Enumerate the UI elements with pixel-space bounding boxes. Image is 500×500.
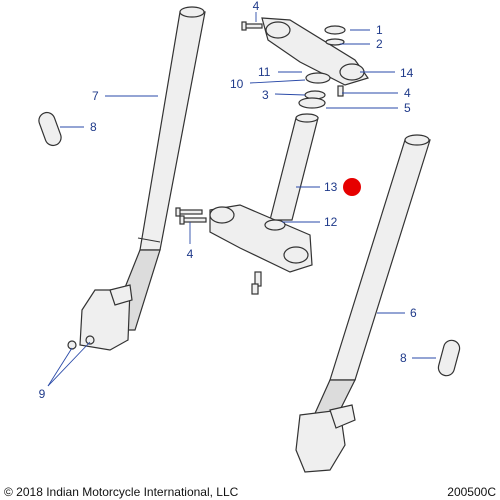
callout-11: 11: [258, 65, 271, 79]
callout-4-top: 4: [253, 0, 260, 13]
figure-id: 200500C: [447, 485, 496, 499]
callout-labels: 4 1 2 11 14 10 3 4 5 7 8 13 12 4 6 8 9: [39, 0, 417, 401]
callout-10: 10: [230, 77, 244, 91]
steering-stem: [269, 113, 319, 221]
callout-8-left: 8: [90, 120, 97, 134]
callout-14: 14: [400, 66, 414, 80]
leader-lines: [47, 12, 436, 387]
callout-4-right: 4: [404, 86, 411, 100]
callout-2: 2: [376, 37, 383, 51]
right-fork-leg: [295, 134, 431, 473]
callout-1: 1: [376, 23, 383, 37]
callout-5: 5: [404, 101, 411, 115]
highlight-marker: [343, 178, 361, 196]
left-fork-leg: [67, 6, 206, 351]
fork-caps: [38, 111, 461, 377]
callout-9: 9: [39, 387, 46, 401]
callout-8-right: 8: [400, 351, 407, 365]
lower-triple-clamp: [209, 204, 313, 295]
callout-12: 12: [324, 215, 338, 229]
copyright-text: © 2018 Indian Motorcycle International, …: [4, 485, 239, 499]
callout-4-lower: 4: [187, 247, 194, 261]
callout-3: 3: [262, 88, 269, 102]
top-triple-clamp: [241, 17, 369, 109]
callout-13: 13: [324, 180, 338, 194]
callout-7: 7: [92, 89, 99, 103]
lower-clamp-bolts: [175, 207, 207, 225]
callout-6: 6: [410, 306, 417, 320]
